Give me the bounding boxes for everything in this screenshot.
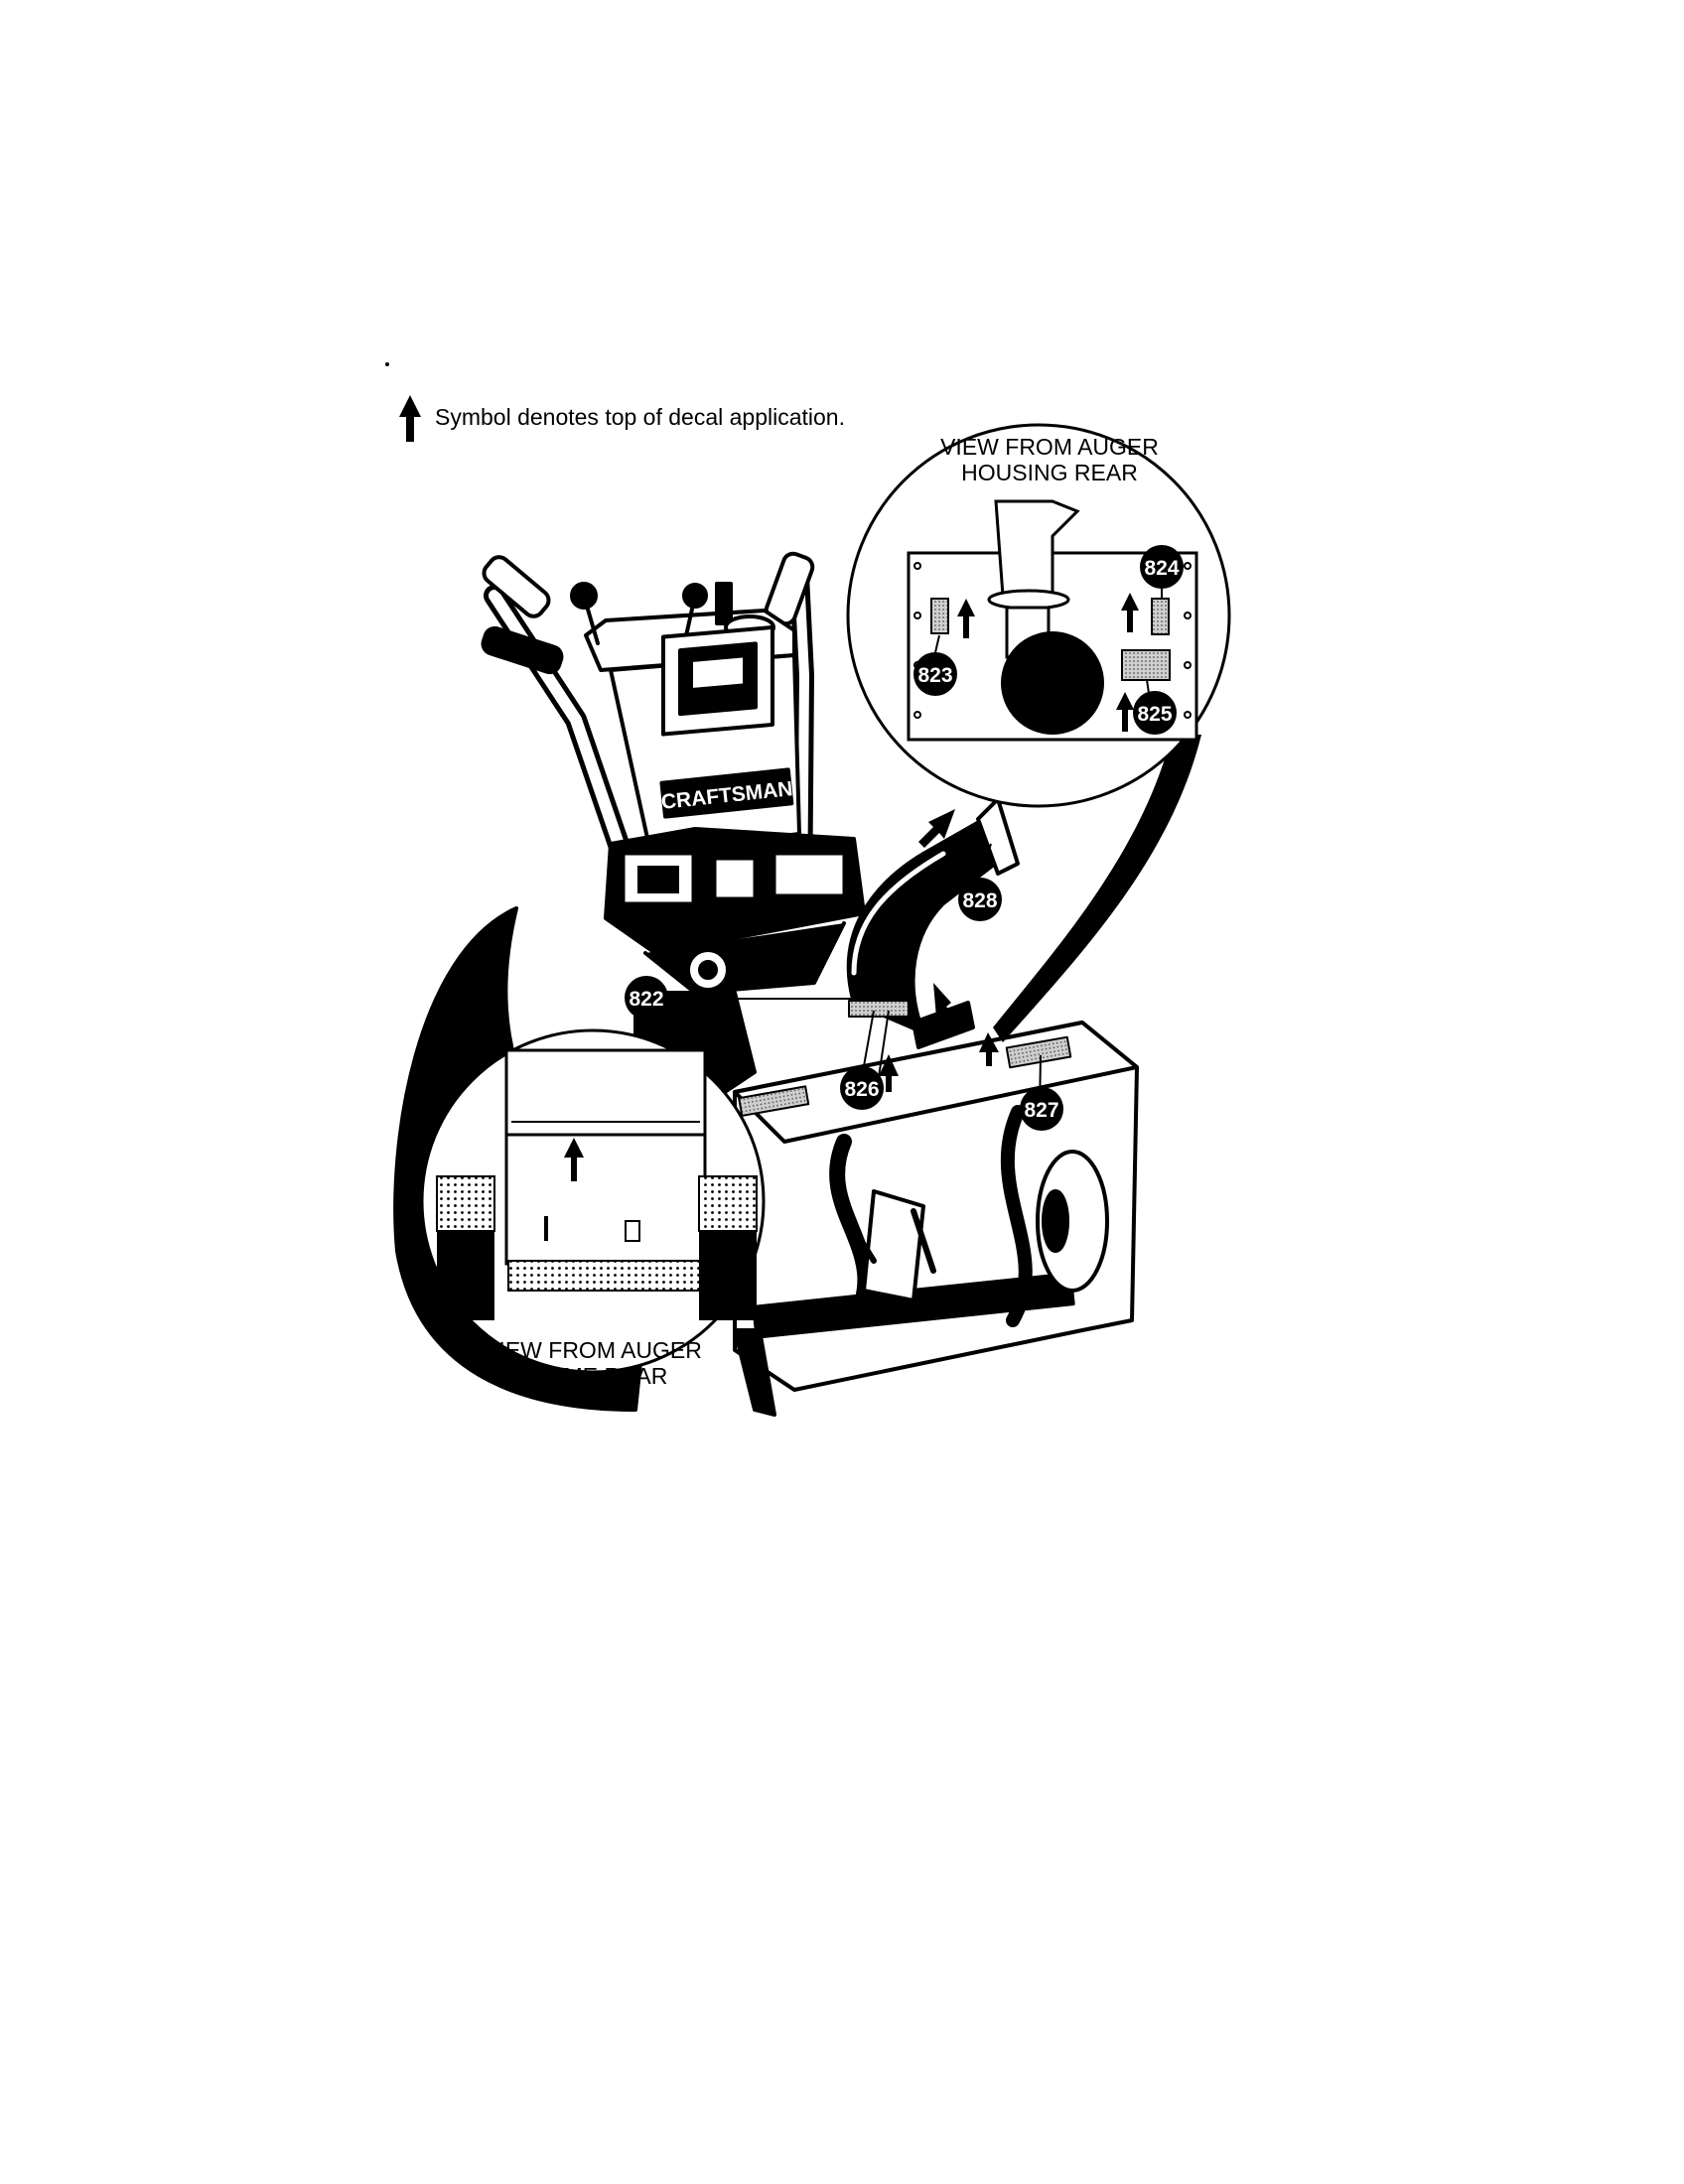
callout-823: 823 xyxy=(913,652,957,696)
auger-end-plate xyxy=(1036,1150,1109,1293)
callout-828-label: 828 xyxy=(962,889,997,912)
decal-826-housing xyxy=(738,1085,810,1117)
up-arrow-icon xyxy=(933,983,961,1026)
callout-828: 828 xyxy=(958,878,1002,921)
callout-822: 822 xyxy=(625,976,668,1020)
decal-824 xyxy=(1151,598,1170,635)
leader-lines xyxy=(668,567,1163,1111)
up-arrow-icon xyxy=(1121,593,1139,632)
chute-deflector xyxy=(976,797,1020,876)
frame-view-title-1: VIEW FROM AUGER xyxy=(484,1337,702,1363)
up-arrow-icon xyxy=(399,395,421,442)
callout-824: 824 xyxy=(1140,545,1184,589)
frame-wheel-left xyxy=(437,1229,494,1320)
up-arrow-icon xyxy=(879,1054,899,1092)
legend: Symbol denotes top of decal application. xyxy=(399,395,845,442)
chute-crank xyxy=(912,1001,975,1049)
impeller xyxy=(862,1189,925,1302)
auger-spiral-right xyxy=(1000,1105,1033,1327)
up-arrow-icon xyxy=(1116,692,1134,732)
callout-825: 825 xyxy=(1133,691,1177,735)
up-arrow-icon xyxy=(957,599,975,638)
decal-822 xyxy=(848,1000,910,1018)
zoom-cone-housing xyxy=(993,735,1201,1042)
decal-823 xyxy=(930,598,949,634)
frame-dotted-strip xyxy=(507,1260,706,1292)
callout-825-label: 825 xyxy=(1137,703,1172,726)
frame-view-title-2: FRAME REAR xyxy=(518,1363,668,1389)
frame-body xyxy=(504,1133,707,1266)
left-grip xyxy=(482,555,551,618)
callout-822-label: 822 xyxy=(629,988,663,1011)
callout-827: 827 xyxy=(1020,1087,1063,1131)
frame-wheel-right xyxy=(699,1229,757,1320)
callout-823-label: 823 xyxy=(917,664,952,687)
callout-827-label: 827 xyxy=(1024,1099,1058,1122)
callout-826: 826 xyxy=(840,1066,884,1110)
rear-grip xyxy=(481,625,564,675)
callout-824-label: 824 xyxy=(1144,557,1179,580)
inset-housing-rear: VIEW FROM AUGER HOUSING REAR xyxy=(846,423,1231,808)
frame-skid xyxy=(733,1328,776,1417)
inset-frame-rear: VIEW FROM AUGER FRAME REAR xyxy=(420,1028,766,1389)
housing-view-title-1: VIEW FROM AUGER xyxy=(940,434,1159,460)
up-arrow-icon xyxy=(918,809,955,848)
up-arrow-icon xyxy=(564,1138,584,1181)
brand-plate: CRAFTSMAN xyxy=(659,767,793,819)
machine-arrows xyxy=(879,809,999,1092)
auger-opening xyxy=(1001,631,1104,735)
stray-dot xyxy=(385,362,389,366)
housing-view-title-2: HOUSING REAR xyxy=(961,460,1138,485)
callout-826-label: 826 xyxy=(844,1078,879,1101)
legend-text: Symbol denotes top of decal application. xyxy=(435,404,845,430)
decal-825 xyxy=(1121,649,1171,681)
control-lever xyxy=(715,582,733,625)
up-arrow-icon xyxy=(979,1032,999,1066)
